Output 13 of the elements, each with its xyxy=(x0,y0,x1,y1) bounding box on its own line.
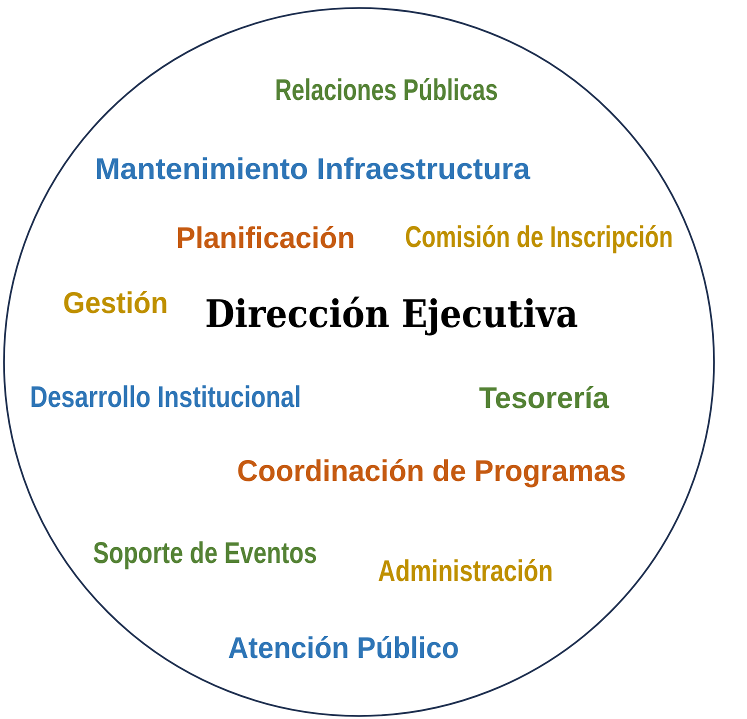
department-name: Atención Público xyxy=(228,632,459,665)
department-name: Mantenimiento Infraestructura xyxy=(95,153,530,186)
department-name: Tesorería xyxy=(479,382,609,415)
department-name: Dirección Ejecutiva xyxy=(205,293,578,335)
department-name: Comisión de Inscripción xyxy=(405,221,673,254)
department-name: Planificación xyxy=(176,222,355,255)
department-name: Soporte de Eventos xyxy=(93,537,317,570)
department-name: Gestión xyxy=(63,287,168,320)
department-name: Relaciones Públicas xyxy=(275,74,498,107)
circle-shape xyxy=(3,7,715,717)
department-name: Coordinación de Programas xyxy=(237,455,626,488)
department-name: Desarrollo Institucional xyxy=(30,381,301,414)
department-name: Administración xyxy=(378,555,553,588)
